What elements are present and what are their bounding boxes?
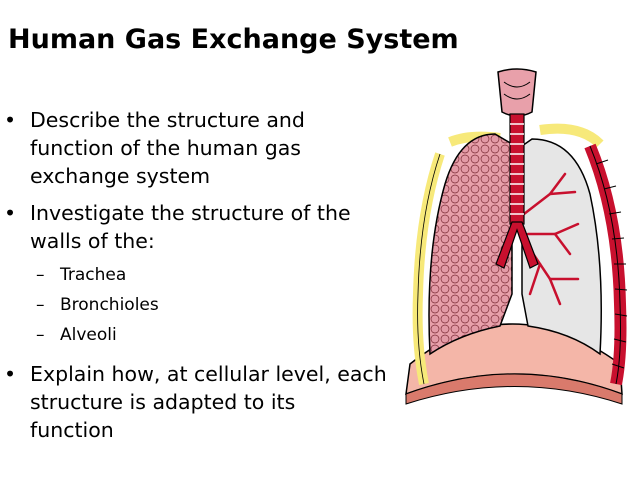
trachea bbox=[509, 113, 525, 225]
bullet-line: walls of the: bbox=[30, 229, 155, 253]
sub-bullet-dash: – bbox=[36, 325, 45, 345]
lungs-diagram-icon bbox=[405, 68, 628, 405]
bullet-line: function of the human gas bbox=[30, 136, 301, 160]
sub-bullet-dash: – bbox=[36, 295, 45, 315]
bronchi bbox=[495, 221, 539, 269]
sub-bullet-text: Trachea bbox=[60, 265, 127, 285]
bullet-line: Investigate the structure of the bbox=[30, 201, 351, 225]
page-title: Human Gas Exchange System bbox=[8, 24, 459, 55]
sub-bullet-text: Bronchioles bbox=[60, 295, 159, 315]
bullet-line: exchange system bbox=[30, 164, 211, 188]
bullet-dot: • bbox=[4, 362, 17, 386]
right-ribcage bbox=[539, 123, 628, 386]
left-lung bbox=[428, 133, 513, 356]
bullet-dot: • bbox=[4, 108, 17, 132]
sub-bullet-text: Alveoli bbox=[60, 325, 117, 345]
bullet-line: Explain how, at cellular level, each bbox=[30, 362, 387, 386]
right-lung bbox=[521, 138, 602, 356]
bullet-line: Describe the structure and bbox=[30, 108, 305, 132]
bullet-dot: • bbox=[4, 201, 17, 225]
bullet-line: structure is adapted to its bbox=[30, 390, 296, 414]
sub-bullet-dash: – bbox=[36, 265, 45, 285]
bullet-line: function bbox=[30, 418, 114, 442]
larynx bbox=[497, 68, 537, 117]
